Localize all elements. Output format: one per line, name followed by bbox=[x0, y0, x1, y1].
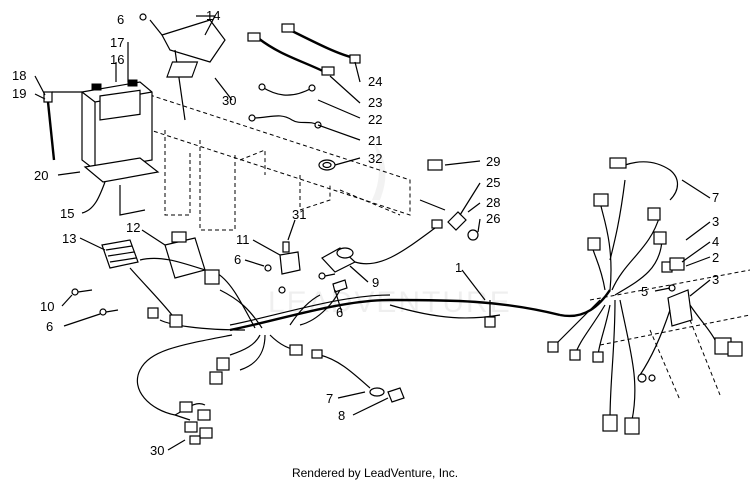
callout-32: 32 bbox=[368, 151, 382, 166]
bulb bbox=[369, 387, 385, 397]
connector bbox=[547, 341, 559, 353]
ignition-coil bbox=[321, 159, 479, 273]
right-harness bbox=[547, 157, 743, 435]
callout-6: 6 bbox=[46, 319, 53, 334]
callout-15: 15 bbox=[60, 206, 74, 221]
connector bbox=[587, 237, 601, 251]
connector bbox=[147, 307, 159, 319]
callout-29: 30 bbox=[222, 93, 236, 108]
connector bbox=[602, 414, 618, 432]
callout-8: 8 bbox=[338, 408, 345, 423]
callout-30: 30 bbox=[150, 443, 164, 458]
battery-bracket bbox=[139, 13, 226, 121]
connector bbox=[669, 257, 685, 271]
connector bbox=[169, 314, 183, 328]
battery-cables bbox=[247, 23, 361, 129]
watermark: LEADVENTURE bbox=[268, 140, 510, 319]
callout-9: 9 bbox=[372, 275, 379, 290]
vehicle-frame bbox=[149, 94, 750, 401]
connector bbox=[204, 269, 220, 285]
connector bbox=[593, 193, 609, 207]
callout-6: 6 bbox=[336, 305, 343, 320]
callout-18: 18 bbox=[12, 68, 26, 83]
starter-relay bbox=[279, 251, 301, 275]
callout-12: 12 bbox=[126, 220, 140, 235]
plug-boot bbox=[447, 211, 467, 231]
battery-terminal-neg bbox=[91, 83, 102, 91]
grommet-26 bbox=[467, 229, 479, 241]
connector bbox=[216, 357, 230, 371]
callout-27: 28 bbox=[486, 195, 500, 210]
electrical-modules bbox=[101, 231, 301, 279]
connector bbox=[569, 349, 581, 361]
connector bbox=[209, 371, 223, 385]
callout-7: 7 bbox=[326, 391, 333, 406]
callout-23: 23 bbox=[368, 95, 382, 110]
callout-7: 7 bbox=[712, 190, 719, 205]
leader-lines bbox=[34, 15, 711, 451]
connector bbox=[727, 341, 743, 357]
battery-pad bbox=[83, 157, 160, 183]
connector bbox=[197, 409, 211, 421]
callout-14: 14 bbox=[206, 8, 220, 23]
callout-11: 11 bbox=[236, 232, 250, 247]
callout-28: 29 bbox=[486, 154, 500, 169]
cushion-pad bbox=[166, 61, 199, 78]
connector bbox=[624, 417, 640, 435]
socket bbox=[387, 387, 405, 403]
callout-26: 26 bbox=[486, 211, 500, 226]
callout-3: 3 bbox=[712, 214, 719, 229]
connector bbox=[189, 435, 201, 445]
callout-21: 21 bbox=[368, 133, 382, 148]
callout-1: 1 bbox=[455, 260, 462, 275]
connector bbox=[179, 401, 193, 413]
battery-terminal-pos bbox=[127, 79, 138, 87]
connector bbox=[289, 344, 303, 356]
screws bbox=[71, 272, 676, 316]
callout-24: 24 bbox=[368, 74, 382, 89]
connector bbox=[653, 231, 667, 245]
grommet bbox=[318, 159, 336, 171]
cdi-connector bbox=[171, 231, 187, 243]
callout-25: 25 bbox=[486, 175, 500, 190]
terminal-28 bbox=[427, 159, 443, 171]
callout-2: 2 bbox=[712, 250, 719, 265]
strap-hook bbox=[43, 91, 53, 103]
battery-label bbox=[99, 89, 141, 121]
callout-labels: 6 14 17 16 18 19 20 15 30 24 23 22 21 32… bbox=[12, 8, 719, 458]
main-harness bbox=[129, 257, 611, 421]
callout-5: 5 bbox=[641, 284, 648, 299]
callout-3: 3 bbox=[712, 272, 719, 287]
connector bbox=[647, 207, 661, 221]
callout-6: 6 bbox=[234, 252, 241, 267]
screw bbox=[139, 13, 147, 21]
switch bbox=[667, 289, 693, 327]
callout-6: 6 bbox=[117, 12, 124, 27]
callout-16: 16 bbox=[110, 52, 124, 67]
callout-22: 22 bbox=[368, 112, 382, 127]
connector bbox=[184, 421, 198, 433]
cdi-box bbox=[164, 237, 206, 279]
lower-parts bbox=[174, 349, 405, 445]
connector bbox=[609, 157, 627, 169]
footer-credit: Rendered by LeadVenture, Inc. bbox=[292, 466, 458, 480]
callout-4: 4 bbox=[712, 234, 719, 249]
callout-13: 13 bbox=[62, 231, 76, 246]
connector bbox=[199, 427, 213, 439]
callout-19: 19 bbox=[12, 86, 26, 101]
callout-10: 10 bbox=[40, 299, 54, 314]
callout-17: 17 bbox=[110, 35, 124, 50]
connector bbox=[592, 351, 604, 363]
callout-31: 31 bbox=[292, 207, 306, 222]
battery-assembly bbox=[43, 79, 160, 216]
callout-20: 20 bbox=[34, 168, 48, 183]
battery-strap bbox=[46, 101, 56, 161]
spark-plug-cap bbox=[431, 219, 443, 229]
